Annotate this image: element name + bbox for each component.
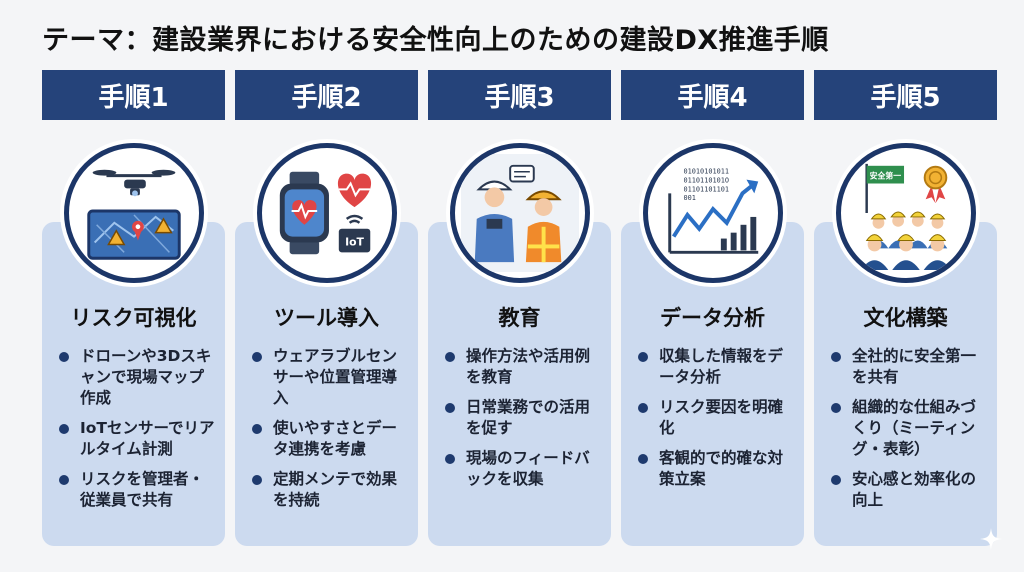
bullet-list-1: ドローンや3Dスキャンで現場マップ作成 IoTセンサーでリアルタイム計測 リスク… [56,346,217,520]
page-title: テーマ：建設業界における安全性向上のための建設DX推進手順 [42,25,829,56]
bullet-item: ドローンや3Dスキャンで現場マップ作成 [56,346,217,409]
bullet-list-2: ウェアラブルセンサーや位置管理導入 使いやすさとデータ連携を考慮 定期メンテで効… [249,346,410,520]
binary-code-text: 001 [684,194,696,202]
bullet-item: 収集した情報をデータ分析 [635,346,796,388]
step-card-5: 文化構築 全社的に安全第一を共有 組織的な仕組みづくり（ミーティング・表彰） 安… [814,222,997,546]
bullet-item: 現場のフィードバックを収集 [442,448,603,490]
safety-team-flag-icon: 安全第一 [836,143,976,283]
step-header-2: 手順2 [235,70,418,120]
bullet-item: 定期メンテで効果を持続 [249,469,410,511]
step-column-3: 手順3 教育 操作方法や活用例を教育 日常業務での活用を促す 現場のフィードバッ… [428,70,611,550]
binary-code-text: 01101101101 [684,185,730,193]
step-title-1: リスク可視化 [70,306,197,330]
binary-code-text: 0110110101O [684,177,730,185]
bullet-item: リスク要因を明確化 [635,397,796,439]
bullet-list-3: 操作方法や活用例を教育 日常業務での活用を促す 現場のフィードバックを収集 [442,346,603,499]
bullet-list-4: 収集した情報をデータ分析 リスク要因を明確化 客観的で的確な対策立案 [635,346,796,499]
iot-chip-label: IoT [345,235,364,248]
step-title-4: データ分析 [660,306,765,330]
bullet-item: リスクを管理者・従業員で共有 [56,469,217,511]
step-column-5: 手順5 文化構築 全社的に安全第一を共有 組織的な仕組みづくり（ミーティング・表… [814,70,997,550]
flag-label: 安全第一 [870,171,902,181]
step-title-5: 文化構築 [863,306,948,330]
smartwatch-iot-icon: IoT [257,143,397,283]
step-header-5: 手順5 [814,70,997,120]
step-card-2: ツール導入 ウェアラブルセンサーや位置管理導入 使いやすさとデータ連携を考慮 定… [235,222,418,546]
bullet-item: 操作方法や活用例を教育 [442,346,603,388]
bullet-item: ウェアラブルセンサーや位置管理導入 [249,346,410,409]
bullet-item: 全社的に安全第一を共有 [828,346,989,388]
step-title-2: ツール導入 [274,306,379,330]
step-column-1: 手順1 リスク可視化 ドローンや3Dスキャンで現場マップ作成 IoTセンサーでリ… [42,70,225,550]
sparkle-icon [980,528,1002,550]
step-column-4: 手順4 データ分析 収集した情報をデータ分析 リスク要因を明確化 客観的で的確な… [621,70,804,550]
step-title-3: 教育 [498,306,541,330]
bullet-item: IoTセンサーでリアルタイム計測 [56,418,217,460]
workers-training-icon [450,143,590,283]
step-column-2: 手順2 ツール導入 ウェアラブルセンサーや位置管理導入 使いやすさとデータ連携を… [235,70,418,550]
drone-map-icon [64,143,204,283]
bullet-item: 使いやすさとデータ連携を考慮 [249,418,410,460]
growth-chart-icon: 01010101011 0110110101O 01101101101 001 [643,143,783,283]
bullet-item: 客観的で的確な対策立案 [635,448,796,490]
step-header-4: 手順4 [621,70,804,120]
step-header-3: 手順3 [428,70,611,120]
step-header-1: 手順1 [42,70,225,120]
bullet-list-5: 全社的に安全第一を共有 組織的な仕組みづくり（ミーティング・表彰） 安心感と効率… [828,346,989,520]
bullet-item: 組織的な仕組みづくり（ミーティング・表彰） [828,397,989,460]
bullet-item: 安心感と効率化の向上 [828,469,989,511]
bullet-item: 日常業務での活用を促す [442,397,603,439]
binary-code-text: 01010101011 [684,168,730,176]
